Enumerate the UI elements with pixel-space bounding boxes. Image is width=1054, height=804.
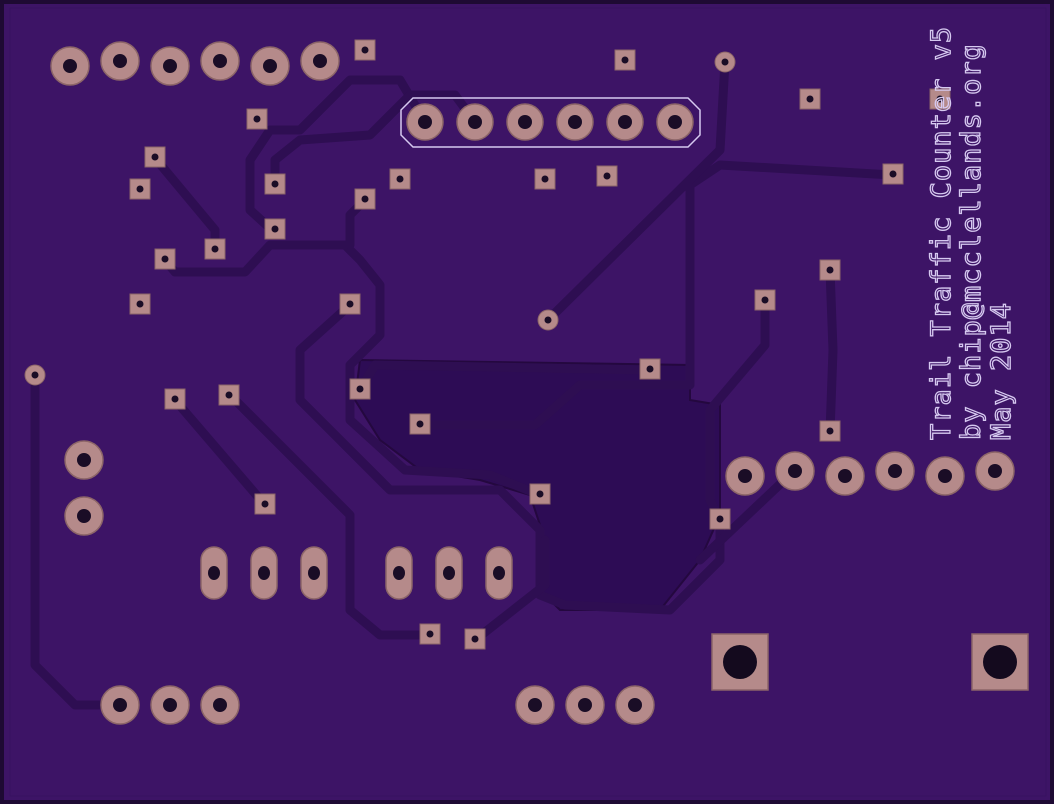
drill bbox=[621, 56, 629, 64]
drill bbox=[618, 115, 632, 129]
drill bbox=[646, 365, 654, 373]
drill bbox=[163, 59, 177, 73]
drill bbox=[393, 566, 405, 580]
drill bbox=[271, 225, 279, 233]
trace-16 bbox=[695, 465, 800, 565]
drill bbox=[225, 391, 233, 399]
drill bbox=[356, 385, 364, 393]
drill bbox=[346, 300, 354, 308]
drill bbox=[826, 266, 834, 274]
trace-11 bbox=[825, 265, 838, 437]
drill bbox=[263, 59, 277, 73]
drill bbox=[838, 469, 852, 483]
drill bbox=[938, 469, 952, 483]
trace-8 bbox=[415, 160, 898, 430]
drill bbox=[211, 245, 219, 253]
drill bbox=[261, 500, 269, 508]
drill bbox=[471, 635, 479, 643]
drill bbox=[213, 54, 227, 68]
drill bbox=[544, 316, 552, 324]
drill bbox=[208, 566, 220, 580]
drill bbox=[716, 515, 724, 523]
drill bbox=[31, 371, 39, 379]
drill bbox=[788, 464, 802, 478]
trace-2 bbox=[270, 90, 480, 190]
drill bbox=[113, 698, 127, 712]
silkscreen-title: Trail Traffic Counter v5 bbox=[926, 26, 957, 440]
drill bbox=[77, 453, 91, 467]
trace-6 bbox=[295, 300, 725, 615]
drill bbox=[536, 490, 544, 498]
drill bbox=[418, 115, 432, 129]
drill bbox=[468, 115, 482, 129]
silkscreen-author: by chip@mcclellands.org bbox=[956, 43, 987, 440]
drill bbox=[361, 195, 369, 203]
traces bbox=[30, 57, 898, 710]
square-via-drills bbox=[136, 46, 944, 643]
round-vias bbox=[24, 51, 736, 386]
drill bbox=[578, 698, 592, 712]
drill bbox=[361, 46, 369, 54]
drill bbox=[668, 115, 682, 129]
trace-4 bbox=[160, 240, 545, 500]
drill bbox=[528, 698, 542, 712]
header-silkscreen-outline bbox=[400, 97, 701, 148]
trace-14 bbox=[30, 370, 125, 710]
drill bbox=[988, 464, 1002, 478]
drill bbox=[568, 115, 582, 129]
drill bbox=[518, 115, 532, 129]
large-square-pads bbox=[711, 633, 1029, 691]
drill bbox=[171, 395, 179, 403]
drill bbox=[151, 153, 159, 161]
silkscreen-text: Trail Traffic Counter v5 by chip@mcclell… bbox=[925, 25, 1017, 440]
drill bbox=[738, 469, 752, 483]
drill bbox=[936, 95, 944, 103]
drill bbox=[161, 255, 169, 263]
oval-pad-drills bbox=[208, 566, 505, 580]
drill bbox=[308, 566, 320, 580]
drill bbox=[826, 427, 834, 435]
drill bbox=[806, 95, 814, 103]
drill bbox=[258, 566, 270, 580]
trace-10 bbox=[705, 295, 770, 525]
drill bbox=[63, 59, 77, 73]
drill bbox=[443, 566, 455, 580]
drill bbox=[761, 296, 769, 304]
drill bbox=[213, 698, 227, 712]
trace-9 bbox=[543, 57, 730, 325]
drill bbox=[603, 172, 611, 180]
drill bbox=[253, 115, 261, 123]
board-inner-edge bbox=[9, 7, 1047, 797]
trace-15 bbox=[470, 535, 550, 645]
drill bbox=[271, 180, 279, 188]
trace-1 bbox=[245, 75, 430, 235]
drill bbox=[113, 54, 127, 68]
silkscreen-date: May 2014 bbox=[986, 302, 1017, 440]
drill bbox=[888, 464, 902, 478]
drill bbox=[426, 630, 434, 638]
drill bbox=[136, 185, 144, 193]
drill bbox=[889, 170, 897, 178]
drill bbox=[628, 698, 642, 712]
large-pad-1-drill bbox=[723, 645, 757, 679]
drill bbox=[396, 175, 404, 183]
large-pad-2-drill bbox=[983, 645, 1017, 679]
drill bbox=[77, 509, 91, 523]
trace-12 bbox=[170, 395, 270, 510]
drill bbox=[136, 300, 144, 308]
trace-13 bbox=[225, 390, 435, 640]
drill bbox=[416, 420, 424, 428]
drill bbox=[721, 58, 729, 66]
round-pad-drills bbox=[63, 54, 1002, 712]
drill bbox=[493, 566, 505, 580]
drill bbox=[163, 698, 177, 712]
drill bbox=[313, 54, 327, 68]
drill bbox=[541, 175, 549, 183]
